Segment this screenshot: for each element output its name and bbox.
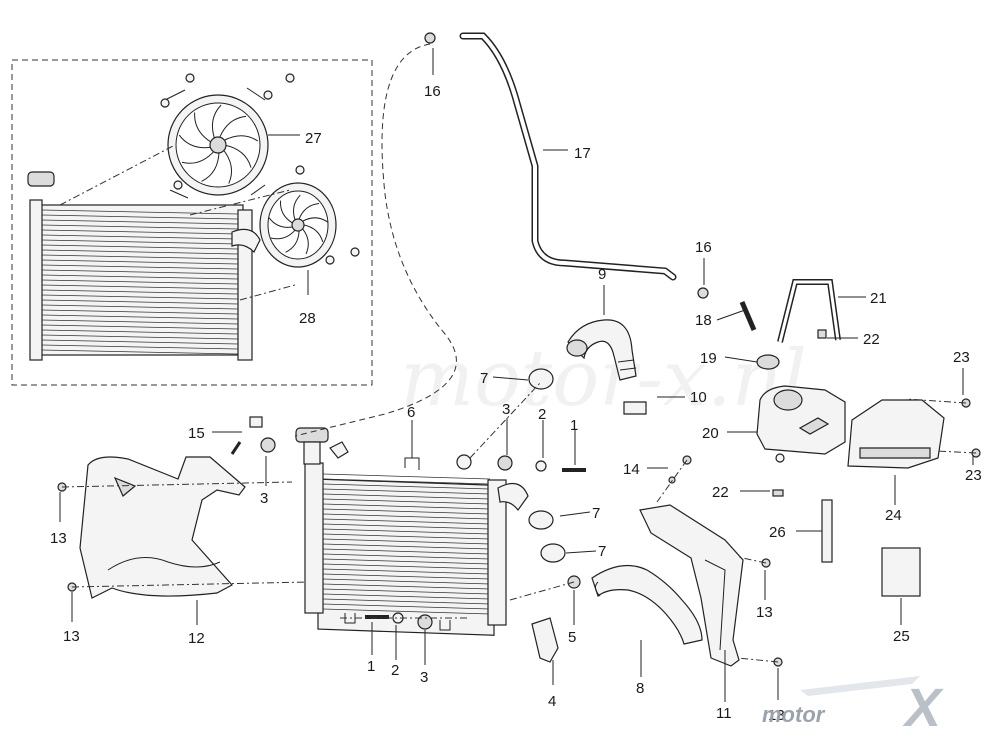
callout-22-bottom: 22 [712,484,729,501]
sticker-25 [881,547,921,597]
callout-1-top: 1 [570,417,578,434]
callout-16-top: 16 [424,83,441,100]
bracket-4 [531,617,559,663]
logo-text: motor [762,702,826,727]
callout-9: 9 [598,266,606,283]
brand-logo: motor X [762,676,944,738]
reservoir-20 [756,385,846,463]
callout-8: 8 [636,680,644,697]
callout-labels: 16 17 9 16 21 18 22 19 23 7 10 20 22 6 3… [50,83,982,724]
hose-8 [591,564,703,645]
callout-27: 27 [305,130,322,147]
fan-27 [164,87,269,199]
callout-7-mid: 7 [592,505,600,522]
callout-18: 18 [695,312,712,329]
radiator-6 [295,427,529,636]
callout-22-top: 22 [863,331,880,348]
pipe-21 [778,280,840,343]
callout-3-top: 3 [502,401,510,418]
watermark: motor-x.nl [400,334,807,424]
callout-19: 19 [700,350,717,367]
relation-lines [61,43,977,663]
callout-5: 5 [568,629,576,646]
callout-28: 28 [299,310,316,327]
callout-21: 21 [870,290,887,307]
callout-3-bottom: 3 [420,669,428,686]
radiator-cap [295,427,329,443]
callout-7-low: 7 [598,543,606,560]
callout-6: 6 [407,404,415,421]
callout-2-top: 2 [538,406,546,423]
callout-20: 20 [702,425,719,442]
callout-25: 25 [893,628,910,645]
callout-3-left: 3 [260,490,268,507]
shroud-11 [639,504,744,667]
callout-7-top: 7 [480,370,488,387]
hose-17 [459,32,677,281]
callout-15: 15 [188,425,205,442]
sleeve-26 [821,499,833,563]
callout-1-bottom: 1 [367,658,375,675]
inset-radiator [27,171,261,361]
callout-24: 24 [885,507,902,524]
callout-11: 11 [716,705,732,722]
shroud-12 [79,456,246,599]
callout-13-d: 13 [768,707,785,724]
callout-23-bottom: 23 [965,467,982,484]
fan-28 [259,182,337,268]
hose-9 [566,319,637,381]
inset-fan-assembly [11,59,373,386]
inset-frame [11,59,373,386]
callout-23-top: 23 [953,349,970,366]
callout-13-a: 13 [50,530,67,547]
logo-mark: X [902,678,944,738]
leader-lines [59,48,974,702]
callout-17: 17 [574,145,591,162]
callout-12: 12 [188,630,205,647]
callout-16-right: 16 [695,239,712,256]
callout-2-bottom: 2 [391,662,399,679]
cover-24 [847,399,945,469]
callout-4: 4 [548,693,556,710]
callout-10: 10 [690,389,707,406]
callout-26: 26 [769,524,786,541]
callout-14: 14 [623,461,640,478]
callout-13-c: 13 [756,604,773,621]
callout-13-b: 13 [63,628,80,645]
